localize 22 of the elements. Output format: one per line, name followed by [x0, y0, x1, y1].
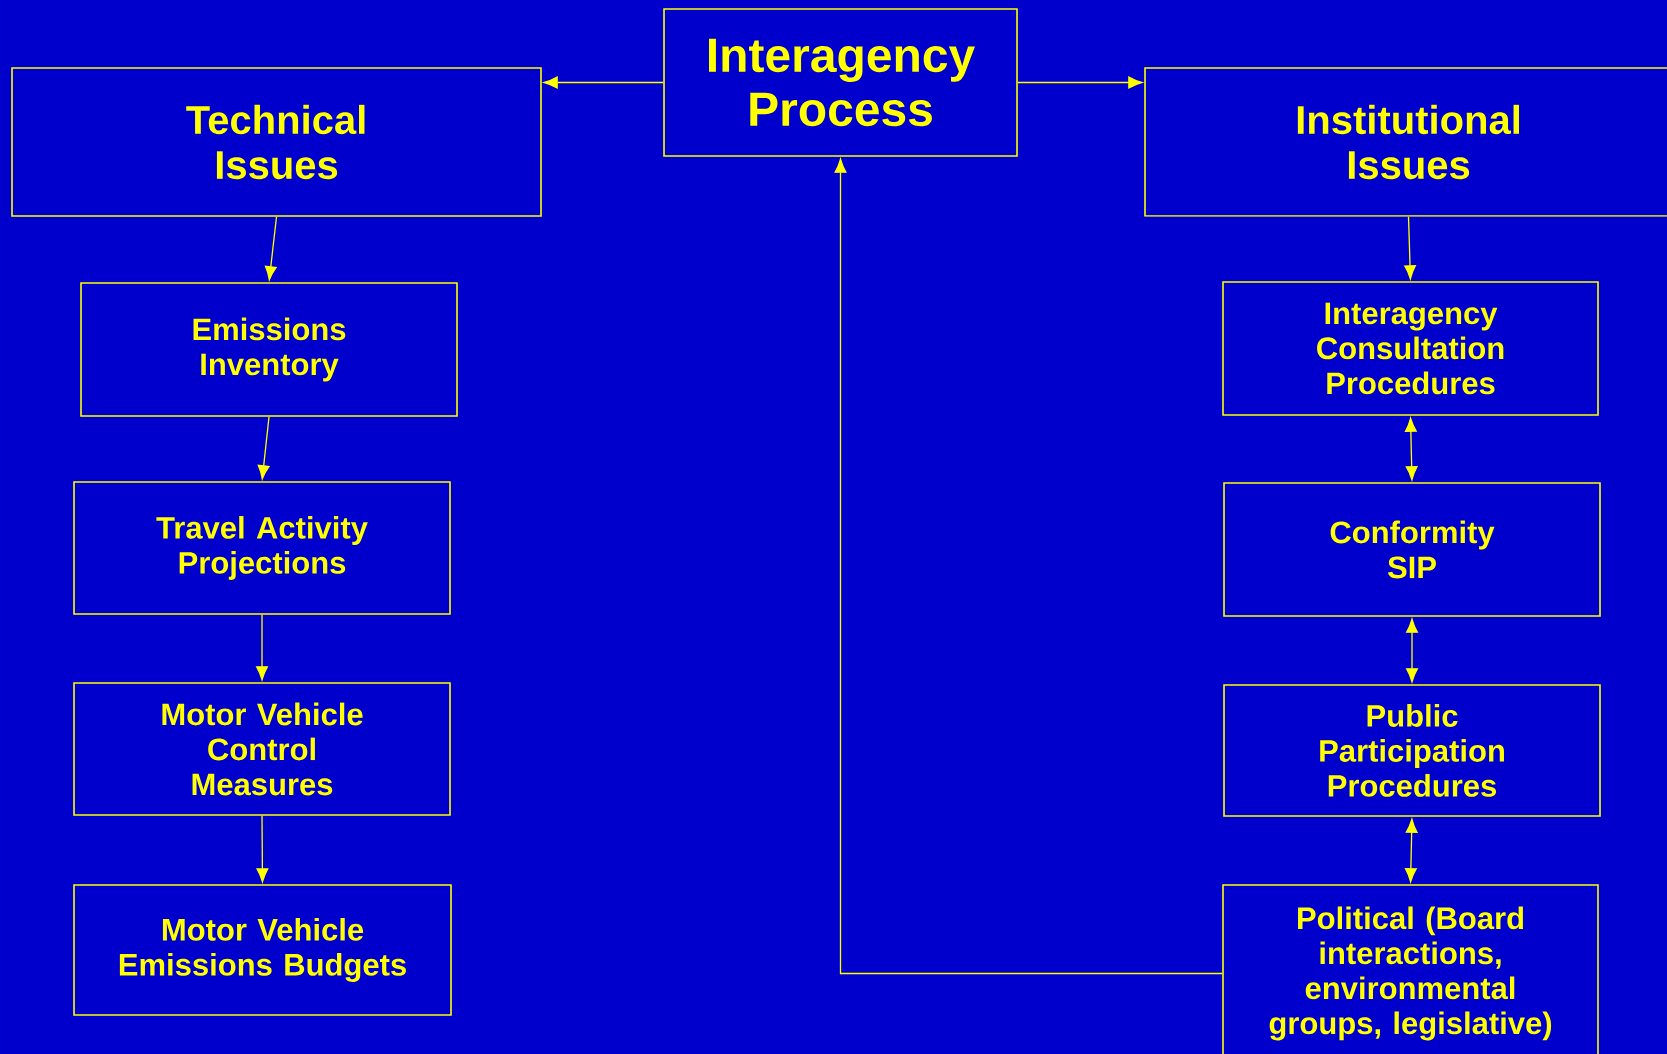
arrow [1017, 76, 1143, 89]
process-box: Public Participation Procedures [1223, 684, 1601, 817]
process-box: Emissions Inventory [80, 282, 458, 417]
process-box: Interagency Consultation Procedures [1222, 281, 1599, 416]
category-box: Institutional Issues [1144, 67, 1667, 217]
arrow [1406, 618, 1418, 683]
process-box: Political (Board interactions, environmental groups, legislative) [1222, 884, 1599, 1054]
process-box: Motor Vehicle Control Measures [73, 682, 451, 816]
arrow [1404, 818, 1418, 883]
arrow [256, 815, 269, 883]
category-box: Technical Issues [11, 67, 542, 217]
arrow [257, 416, 270, 480]
arrow [1404, 216, 1416, 280]
arrow [543, 76, 664, 89]
arrow [834, 158, 1223, 975]
process-box: Motor Vehicle Emissions Budgets [73, 884, 452, 1016]
arrow [1404, 417, 1418, 481]
arrow [256, 614, 268, 681]
process-box: Travel Activity Projections [73, 481, 451, 615]
process-box: Conformity SIP [1223, 482, 1601, 617]
arrow [264, 216, 278, 281]
title-box: Interagency Process [663, 8, 1018, 157]
